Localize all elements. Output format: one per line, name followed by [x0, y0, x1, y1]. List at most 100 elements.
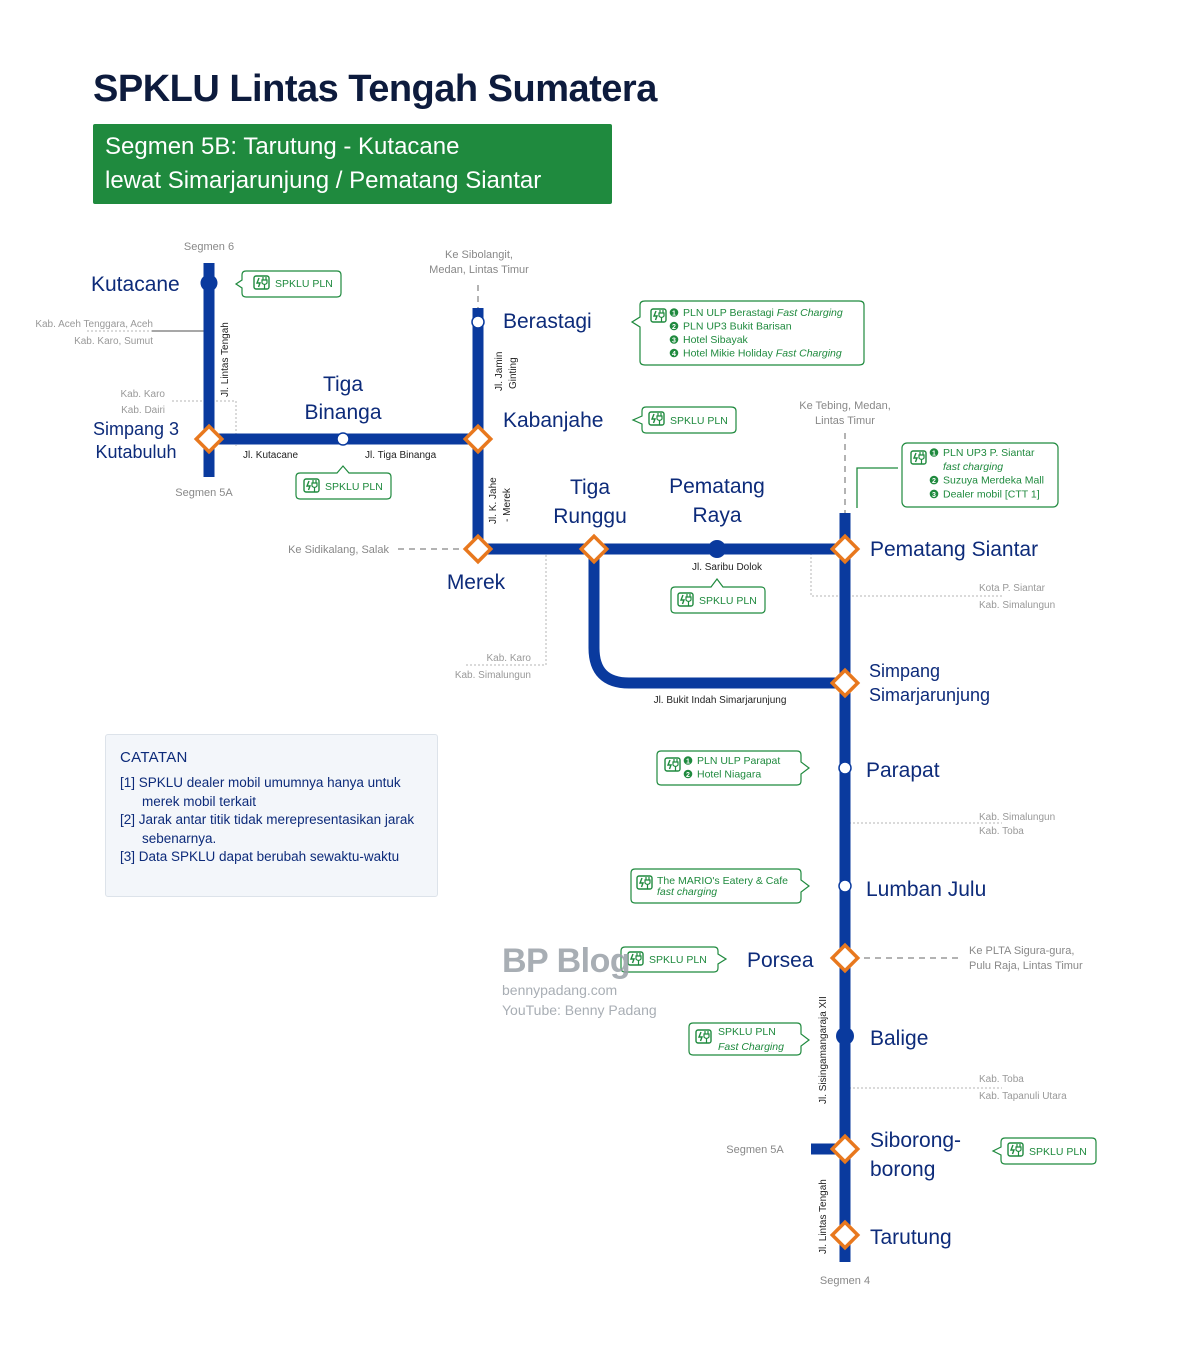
- junction-pematang-siantar: [829, 533, 861, 565]
- road-sisingamangaraja: Jl. Sisingamangaraja XII: [818, 996, 829, 1104]
- list-number: 4: [672, 351, 676, 358]
- spklu-balige-line1: SPKLU PLN: [718, 1026, 776, 1038]
- list-number-badge: [929, 489, 939, 499]
- spklu-list-item: Hotel Niagara: [697, 769, 761, 781]
- station-tiga-binanga: [336, 432, 350, 446]
- spklu-siborongborong: SPKLU PLN: [991, 1137, 1097, 1165]
- city-pematang-siantar: Pematang Siantar: [870, 538, 1038, 561]
- list-number: 1: [686, 758, 690, 765]
- spklu-lumban-julu: The MARIO's Eatery & Cafe fast charging: [630, 868, 810, 904]
- direction-tebing-line2: Lintas Timur: [815, 415, 875, 427]
- junction-porsea: [829, 942, 861, 974]
- watermark-site: bennypadang.com: [502, 982, 618, 998]
- list-number-badge: [669, 335, 679, 344]
- spklu-kabanjahe-label: SPKLU PLN: [670, 415, 728, 427]
- note-item: [1] SPKLU dealer mobil umumnya hanya unt…: [120, 775, 401, 809]
- direction-labels: Ke Sibolangit, Medan, Lintas Timur Ke Te…: [288, 249, 1083, 972]
- segment-banner: Segmen 5B: Tarutung - Kutacane lewat Sim…: [93, 124, 612, 204]
- junction-tiga-runggu: [578, 533, 610, 565]
- spklu-porsea: SPKLU PLN: [620, 946, 728, 973]
- notes-heading: CATATAN: [120, 749, 188, 766]
- border-karo-b: Kab. Karo: [487, 653, 532, 664]
- city-labels: Kutacane Simpang 3 Kutabuluh Tiga Binang…: [91, 273, 1038, 1249]
- segment-banner-line2: lewat Simarjarunjung / Pematang Siantar: [105, 167, 542, 194]
- city-tiga-runggu-line2: Runggu: [553, 505, 627, 528]
- city-simarjarunjung-line1: Simpang: [869, 661, 940, 681]
- list-number-badge: [683, 756, 693, 765]
- road-k-jahe-merek-line1: Jl. K. Jahe: [488, 477, 499, 524]
- list-number: 3: [672, 337, 676, 344]
- border-toba-a: Kab. Toba: [979, 826, 1024, 837]
- city-simarjarunjung-line2: Simarjarunjung: [869, 685, 990, 705]
- list-number-badge: [683, 769, 693, 779]
- border-karo-a: Kab. Karo: [121, 389, 166, 400]
- border-simalungun-b: Kab. Simalungun: [979, 600, 1055, 611]
- junction-simarjarunjung: [829, 667, 861, 699]
- note-item: [2] Jarak antar titik tidak merepresenta…: [120, 812, 415, 846]
- segment-labels: Segmen 6 Segmen 5A Segmen 5A Segmen 4: [175, 241, 870, 1287]
- direction-sigura-line2: Pulu Raja, Lintas Timur: [969, 960, 1083, 972]
- spklu-kabanjahe: SPKLU PLN: [631, 406, 737, 434]
- segment-5a-north-label: Segmen 5A: [175, 487, 233, 499]
- spklu-balige: SPKLU PLN Fast Charging: [688, 1022, 810, 1056]
- note-item: [3] Data SPKLU dapat berubah sewaktu-wak…: [120, 849, 400, 864]
- direction-tebing-line1: Ke Tebing, Medan,: [799, 400, 891, 412]
- spklu-list-item: PLN UP3 P. Siantar: [943, 447, 1035, 459]
- spklu-pematang-raya: SPKLU PLN: [670, 578, 766, 614]
- border-toba-b: Kab. Toba: [979, 1074, 1024, 1085]
- notes-box: CATATAN [1] SPKLU dealer mobil umumnya h…: [105, 734, 438, 897]
- road-bukit-indah: Jl. Bukit Indah Simarjarunjung: [654, 695, 787, 706]
- spklu-list-item: Hotel Mikie Holiday Fast Charging: [683, 348, 842, 360]
- junction-simpang3: [193, 423, 225, 455]
- city-tiga-binanga-line1: Tiga: [323, 373, 363, 396]
- segment-5a-south-label: Segmen 5A: [726, 1144, 784, 1156]
- road-jamin-ginting-line2: Ginting: [508, 357, 519, 389]
- list-number: 1: [932, 450, 936, 457]
- city-tiga-runggu-line1: Tiga: [570, 476, 610, 499]
- station-berastagi: [471, 315, 485, 329]
- spklu-balige-line2: Fast Charging: [718, 1041, 784, 1053]
- notes-list: [1] SPKLU dealer mobil umumnya hanya unt…: [120, 774, 423, 867]
- city-parapat: Parapat: [866, 759, 940, 782]
- city-merek: Merek: [447, 571, 506, 594]
- city-kutacane: Kutacane: [91, 273, 180, 296]
- segment-banner-line1: Segmen 5B: Tarutung - Kutacane: [105, 133, 460, 160]
- watermark: BP Blog bennypadang.com YouTube: Benny P…: [502, 942, 657, 1020]
- direction-sidikalang: Ke Sidikalang, Salak: [288, 544, 389, 556]
- list-number-badge: [669, 348, 679, 358]
- border-kota-siantar: Kota P. Siantar: [979, 583, 1046, 594]
- city-siborongborong-line2: borong: [870, 1158, 935, 1181]
- spklu-porsea-label: SPKLU PLN: [649, 954, 707, 966]
- road-lintas-tengah-north: Jl. Lintas Tengah: [220, 322, 231, 397]
- city-kabanjahe: Kabanjahe: [503, 409, 603, 432]
- city-porsea: Porsea: [747, 949, 814, 972]
- city-pematang-raya-line2: Raya: [692, 504, 741, 527]
- list-number: 1: [672, 310, 676, 317]
- spklu-siborongborong-label: SPKLU PLN: [1029, 1146, 1087, 1158]
- segment-4-label: Segmen 4: [820, 1275, 870, 1287]
- road-labels: Jl. Lintas Tengah Jl. Kutacane Jl. Tiga …: [220, 322, 829, 1254]
- list-number-badge: [929, 475, 939, 485]
- spklu-list-item: Hotel Sibayak: [683, 334, 749, 346]
- watermark-name: BP Blog: [502, 942, 631, 980]
- city-lumban-julu: Lumban Julu: [866, 878, 986, 901]
- page-title: SPKLU Lintas Tengah Sumatera: [93, 68, 657, 110]
- junction-markers: [193, 423, 861, 1251]
- spklu-tiga-binanga: SPKLU PLN: [295, 465, 392, 500]
- road-kutacane: Jl. Kutacane: [243, 450, 298, 461]
- spklu-lumban-julu-line2: fast charging: [657, 886, 717, 898]
- city-simpang3-line2: Kutabuluh: [95, 442, 176, 462]
- junction-kabanjahe: [462, 423, 494, 455]
- siantar-callout-leader: [856, 467, 898, 508]
- city-simpang3-line1: Simpang 3: [93, 419, 179, 439]
- border-simalungun-a: Kab. Simalungun: [455, 670, 531, 681]
- list-number: 2: [686, 772, 690, 779]
- spklu-kutacane-label: SPKLU PLN: [275, 278, 333, 290]
- border-dairi: Kab. Dairi: [121, 405, 165, 416]
